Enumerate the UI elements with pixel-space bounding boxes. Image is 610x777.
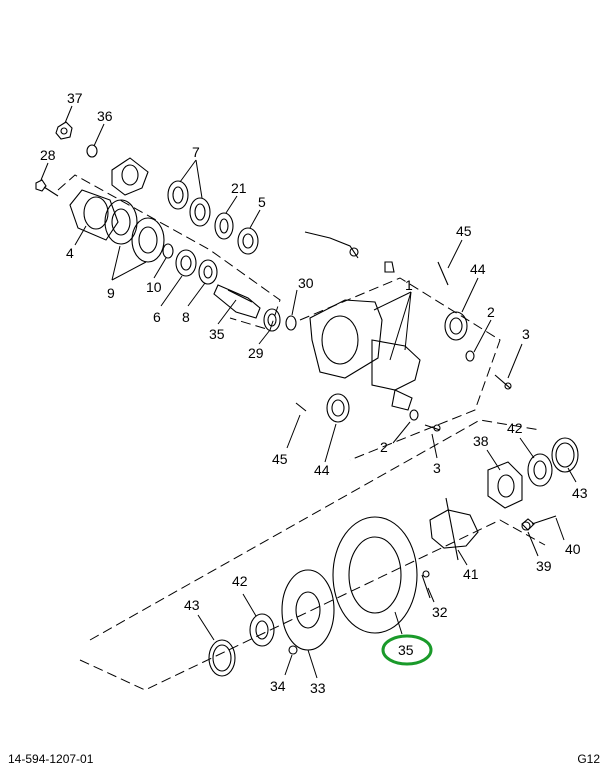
- part-7-bearings: [167, 180, 211, 227]
- callout-21[interactable]: 21: [231, 180, 247, 196]
- part-35-drive-pinion: [213, 284, 261, 319]
- adjusters: [295, 261, 512, 432]
- part-39-washer: [521, 521, 531, 531]
- part-36-washer: [86, 144, 98, 158]
- part-43-bearing-cup-lower: [208, 639, 236, 677]
- part-38-case-half: [487, 461, 523, 509]
- callout-6[interactable]: 6: [153, 309, 161, 325]
- yoke: [111, 157, 149, 196]
- callout-38[interactable]: 38: [473, 433, 489, 449]
- part-32-bolt: [421, 570, 431, 599]
- leader-lines: [40, 105, 577, 679]
- callout-1[interactable]: 1: [405, 277, 413, 293]
- callout-4[interactable]: 4: [66, 245, 74, 261]
- part-40-bolt: [521, 515, 557, 531]
- callout-44-top[interactable]: 44: [470, 261, 486, 277]
- differential-parts: [208, 437, 579, 677]
- callout-5[interactable]: 5: [258, 194, 266, 210]
- callout-32[interactable]: 32: [432, 604, 448, 620]
- part-42-bearing-cone-lower: [249, 613, 275, 647]
- pinion-parts: [35, 121, 297, 332]
- part-6-bearing-cup: [175, 249, 197, 277]
- callout-43-bottom[interactable]: 43: [184, 597, 200, 613]
- callout-30[interactable]: 30: [298, 275, 314, 291]
- part-29-bearing: [263, 308, 281, 332]
- callout-3-top[interactable]: 3: [522, 326, 530, 342]
- callout-8[interactable]: 8: [182, 309, 190, 325]
- callout-41[interactable]: 41: [463, 566, 479, 582]
- part-5-seal: [237, 227, 259, 255]
- part-42-bearing-cone: [527, 453, 553, 487]
- callout-36[interactable]: 36: [97, 108, 113, 124]
- callout-28[interactable]: 28: [40, 147, 56, 163]
- callout-35-pinion[interactable]: 35: [209, 326, 225, 342]
- callout-10[interactable]: 10: [146, 279, 162, 295]
- callout-2-bottom[interactable]: 2: [380, 439, 388, 455]
- callout-34[interactable]: 34: [270, 678, 286, 694]
- callout-42-top[interactable]: 42: [507, 420, 523, 436]
- carrier-housing: [304, 231, 421, 411]
- callout-7[interactable]: 7: [192, 144, 200, 160]
- part-37-nut: [55, 121, 73, 140]
- carrier-outline: [299, 277, 501, 461]
- callout-45-top[interactable]: 45: [456, 223, 472, 239]
- part-4-cage: [69, 189, 119, 241]
- part-35-ring-gear: [332, 516, 418, 634]
- callout-45-bottom[interactable]: 45: [272, 451, 288, 467]
- callout-labels: 37 36 28 7 21 5 4 9 10 6 8 35 30 29 1 45…: [40, 90, 588, 696]
- differential-outline-bottom: [79, 519, 546, 691]
- part-33-case: [281, 569, 335, 651]
- part-43-bearing-cup: [551, 437, 579, 473]
- callout-9[interactable]: 9: [107, 285, 115, 301]
- part-8-bearing-cone: [198, 259, 218, 285]
- selected-part-highlight: [381, 634, 433, 666]
- callout-29[interactable]: 29: [248, 345, 264, 361]
- callout-44-bottom[interactable]: 44: [314, 462, 330, 478]
- callout-42-bottom[interactable]: 42: [232, 573, 248, 589]
- callout-39[interactable]: 39: [536, 558, 552, 574]
- callout-33[interactable]: 33: [310, 680, 326, 696]
- callout-40[interactable]: 40: [565, 541, 581, 557]
- part-21-gear: [214, 212, 234, 240]
- drawing-number: 14-594-1207-01: [8, 752, 94, 766]
- page-code: G12: [577, 752, 600, 766]
- assembly-outlines: [57, 174, 546, 691]
- part-28-bolt: [35, 179, 59, 197]
- part-41-spider: [429, 497, 479, 561]
- callout-37[interactable]: 37: [67, 90, 83, 106]
- callout-43-top[interactable]: 43: [572, 485, 588, 501]
- pinion-assembly-outline: [57, 174, 281, 331]
- vent-tube: [304, 231, 359, 259]
- part-30-ring: [285, 315, 297, 331]
- callout-2-top[interactable]: 2: [487, 304, 495, 320]
- callout-35-ring-gear[interactable]: 35: [398, 642, 414, 658]
- part-9-shims: [104, 199, 165, 263]
- part-10-spacer: [162, 243, 174, 259]
- differential-outline-top: [89, 419, 541, 641]
- part-34-washer: [288, 645, 298, 655]
- callout-3-bottom[interactable]: 3: [433, 460, 441, 476]
